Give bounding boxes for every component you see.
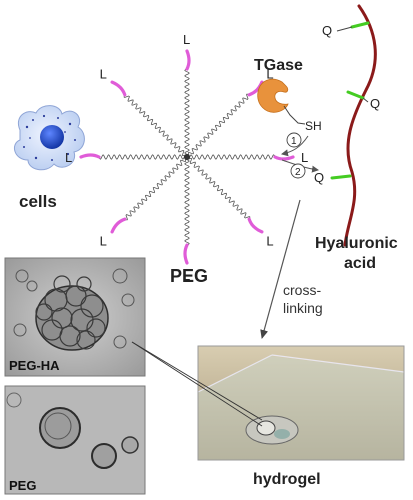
peg-arm-end-6	[110, 217, 127, 234]
cells-label: cells	[19, 192, 57, 211]
tgase-thiol-linker	[283, 105, 306, 125]
q-arm-3	[330, 174, 352, 180]
photo-peg-ha	[4, 257, 146, 377]
reaction-arrow-1	[281, 135, 309, 157]
peg-arm-label-5: L	[183, 268, 190, 283]
photo-peg-ha-label: PEG-HA	[9, 358, 60, 373]
peg-arm-chain-4	[185, 156, 251, 220]
callout-line-1	[131, 341, 263, 421]
peg-arm-label-8: L	[100, 67, 107, 82]
cross-linking-line1: cross-	[283, 282, 321, 298]
peg-arm-chain-6	[124, 155, 188, 221]
q-arm-2	[346, 90, 365, 100]
peg-arm-end-2	[247, 80, 264, 97]
photo-hydrogel	[197, 345, 405, 461]
peg-arm-end-3	[273, 155, 295, 161]
peg-arm-end-1	[185, 49, 191, 71]
peg-arm-chain-8	[123, 94, 189, 158]
peg-arm-label-1: L	[183, 32, 190, 47]
peg-arm-end-7	[79, 153, 101, 159]
peg-arm-chain-5	[184, 156, 190, 246]
cross-linking-line2: linking	[283, 300, 323, 316]
cross-linking-arrow	[260, 199, 301, 339]
sh-label: SH	[305, 119, 322, 133]
peg-arm-chain-7	[98, 154, 188, 160]
step-2-marker: 2	[290, 163, 306, 179]
q-label-3: Q	[314, 170, 324, 185]
tgase-enzyme-icon	[257, 78, 289, 113]
peg-arm-label-7: L	[65, 150, 72, 165]
q-label-2: Q	[370, 96, 380, 111]
q-arm-2-linker	[362, 97, 369, 103]
peg-core	[184, 154, 190, 160]
peg-arm-label-6: L	[100, 233, 107, 248]
q-arm-1	[350, 21, 370, 29]
q-arm-1-linker	[336, 26, 353, 32]
cell-nucleus	[40, 125, 64, 149]
peg-arm-chain-1	[184, 68, 190, 158]
callout-line-2	[131, 341, 263, 427]
peg-arm-label-3: L	[301, 150, 308, 165]
peg-label: PEG	[170, 266, 208, 286]
peg-arm-label-4: L	[266, 233, 273, 248]
peg-arm-end-5	[183, 243, 189, 265]
peg-arm-label-2: L	[266, 67, 273, 82]
q-label-1: Q	[322, 23, 332, 38]
peg-arm-chain-3	[186, 154, 276, 160]
photo-peg	[4, 385, 146, 495]
cell-icon	[13, 105, 85, 171]
peg-star-polymer: L L L L L L L L	[65, 32, 308, 283]
peg-arm-end-8	[110, 80, 127, 97]
svg-text:2: 2	[295, 167, 301, 178]
photo-peg-label: PEG	[9, 478, 36, 493]
peg-arm-end-4	[247, 217, 264, 234]
svg-text:1: 1	[291, 136, 297, 147]
tgase-label: TGase	[254, 57, 303, 74]
hyaluronic-label-line1: Hyaluronic	[315, 235, 398, 252]
peg-arm-chain-2	[186, 93, 250, 159]
step-1-marker: 1	[286, 132, 302, 148]
hydrogel-label: hydrogel	[253, 471, 321, 488]
hyaluronic-label-line2: acid	[344, 255, 376, 272]
hyaluronic-acid-chain	[343, 4, 377, 247]
